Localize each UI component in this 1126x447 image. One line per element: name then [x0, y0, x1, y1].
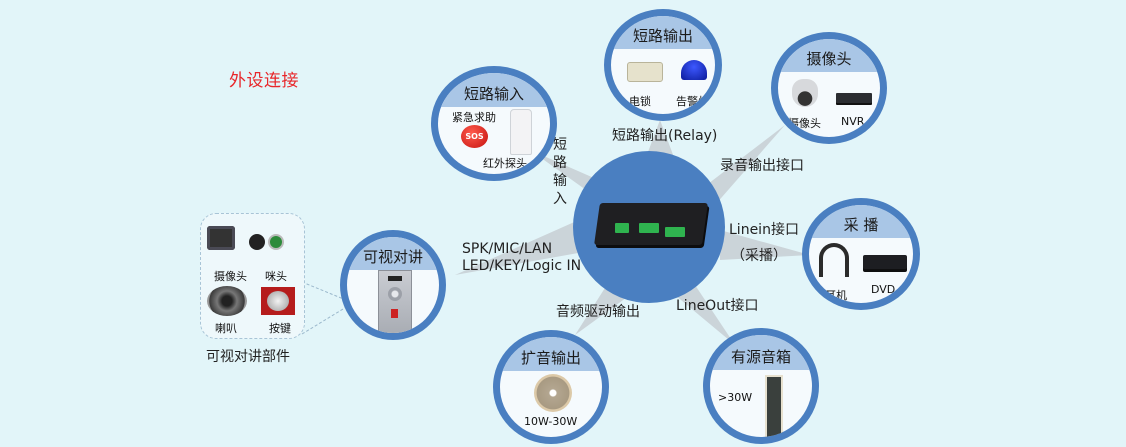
- node-short-input: 短路输入 紧急求助 SOS 红外探头: [431, 66, 557, 181]
- connection-label-linein: Linein接口: [729, 222, 799, 238]
- dvd-player-icon: [863, 255, 907, 269]
- node-capture: 采 播 耳机 DVD: [802, 198, 920, 310]
- column-speaker-icon: [765, 375, 783, 437]
- item-label: >30W: [718, 391, 753, 404]
- connection-label-linein-sub: （采播）: [731, 248, 787, 264]
- item-label: 告警灯: [676, 95, 709, 108]
- node-active-speaker: 有源音箱 >30W: [703, 328, 819, 444]
- camera-module-icon: [207, 226, 235, 250]
- ceiling-speaker-icon: [534, 374, 572, 412]
- sos-button-icon: SOS: [461, 125, 488, 148]
- headset-icon: [819, 243, 849, 277]
- connection-label-intercom-io-sub: LED/KEY/Logic IN: [462, 258, 582, 274]
- node-title: 采 播: [809, 205, 913, 239]
- node-video-intercom: 可视对讲: [340, 230, 446, 340]
- item-label: 耳机: [825, 289, 847, 302]
- node-title: 短路输入: [438, 73, 550, 108]
- pir-sensor-icon: [510, 109, 532, 155]
- part-label: 摄像头: [214, 270, 247, 283]
- dome-camera-icon: [792, 79, 818, 107]
- node-title: 扩音输出: [500, 337, 602, 371]
- part-label: 咪头: [265, 270, 287, 283]
- connection-label-record-output: 录音输出接口: [720, 158, 804, 174]
- part-label: 按键: [269, 322, 291, 335]
- alarm-light-icon: [681, 60, 707, 80]
- item-label: DVD: [871, 283, 896, 296]
- item-label: NVR: [841, 115, 865, 128]
- node-amplified-output: 扩音输出 10W-30W: [493, 330, 609, 444]
- item-label: 电锁: [629, 95, 651, 108]
- intercom-parts-title: 可视对讲部件: [206, 349, 290, 365]
- item-label: 紧急求助: [452, 111, 496, 124]
- intercom-panel-icon: [378, 270, 412, 333]
- hub-circle: [573, 151, 725, 303]
- connection-label-intercom-io: SPK/MIC/LAN: [462, 241, 553, 257]
- audio-gateway-device-icon: [593, 193, 711, 253]
- node-title: 可视对讲: [347, 237, 439, 270]
- item-label: 10W-30W: [524, 415, 578, 428]
- diagram-title: 外设连接: [229, 71, 299, 91]
- connection-label-lineout: LineOut接口: [676, 298, 759, 314]
- item-label: 红外探头: [483, 157, 527, 170]
- node-title: 有源音箱: [710, 335, 812, 370]
- nvr-icon: [836, 93, 872, 103]
- loudspeaker-icon: [207, 286, 247, 316]
- electric-lock-icon: [627, 62, 663, 82]
- push-button-icon: [261, 287, 295, 315]
- node-camera: 摄像头 摄像头 NVR: [771, 32, 887, 144]
- node-short-output: 短路输出 电锁 告警灯: [604, 9, 722, 121]
- connection-label-audio-drive: 音频驱动输出: [556, 304, 640, 320]
- item-label: 摄像头: [788, 117, 821, 130]
- node-title: 短路输出: [611, 16, 715, 50]
- connection-label-short-input: 短路输入: [552, 136, 568, 208]
- short-input-label-text: 短路输入: [553, 137, 567, 207]
- node-title: 摄像头: [778, 39, 880, 73]
- intercom-parts-box: 摄像头 咪头 喇叭 按键: [200, 213, 305, 339]
- part-label: 喇叭: [215, 322, 237, 335]
- connection-label-relay-output: 短路输出(Relay): [612, 128, 718, 144]
- microphone-capsule-icon: [249, 234, 287, 250]
